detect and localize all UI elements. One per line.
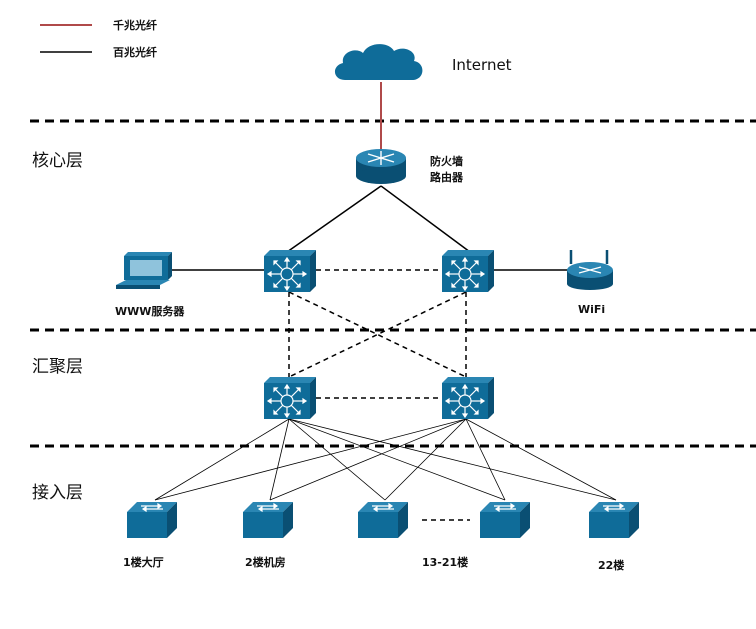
www-server-label: WWW服务器 xyxy=(115,304,185,318)
wireless-router-icon xyxy=(567,250,613,290)
floor-2-label: 2楼机房 xyxy=(245,555,286,569)
core-switch-left xyxy=(263,249,317,293)
cloud-icon xyxy=(334,44,423,80)
layer-access-label: 接入层 xyxy=(32,483,83,503)
floor-13-21-label: 13-21楼 xyxy=(422,555,468,569)
core-links xyxy=(170,185,568,271)
firewall-label-line2: 路由器 xyxy=(430,170,464,184)
floor-22-label: 22楼 xyxy=(598,558,624,572)
layer-core-label: 核心层 xyxy=(32,151,83,171)
router-icon xyxy=(356,149,406,184)
legend-gigabit-label: 千兆光纤 xyxy=(113,18,157,32)
aggregation-switch-right xyxy=(441,376,495,420)
access-switch-floor-2 xyxy=(242,501,294,539)
legend-fast-label: 百兆光纤 xyxy=(113,45,157,59)
access-switch-floor-21 xyxy=(479,501,531,539)
computer-icon xyxy=(116,252,172,289)
internet-label: Internet xyxy=(452,56,512,74)
access-switch-floor-22 xyxy=(588,501,640,539)
aggregation-switch-left xyxy=(263,376,317,420)
redundant-links xyxy=(288,269,470,521)
core-switch-right xyxy=(441,249,495,293)
access-switch-floor-1 xyxy=(126,501,178,539)
floor-1-label: 1楼大厅 xyxy=(123,555,164,569)
wifi-label: WiFi xyxy=(578,303,605,316)
access-switch-floor-13 xyxy=(357,501,409,539)
access-links xyxy=(154,418,617,501)
layer-aggregation-label: 汇聚层 xyxy=(32,357,83,377)
firewall-label-line1: 防火墙 xyxy=(430,154,463,168)
